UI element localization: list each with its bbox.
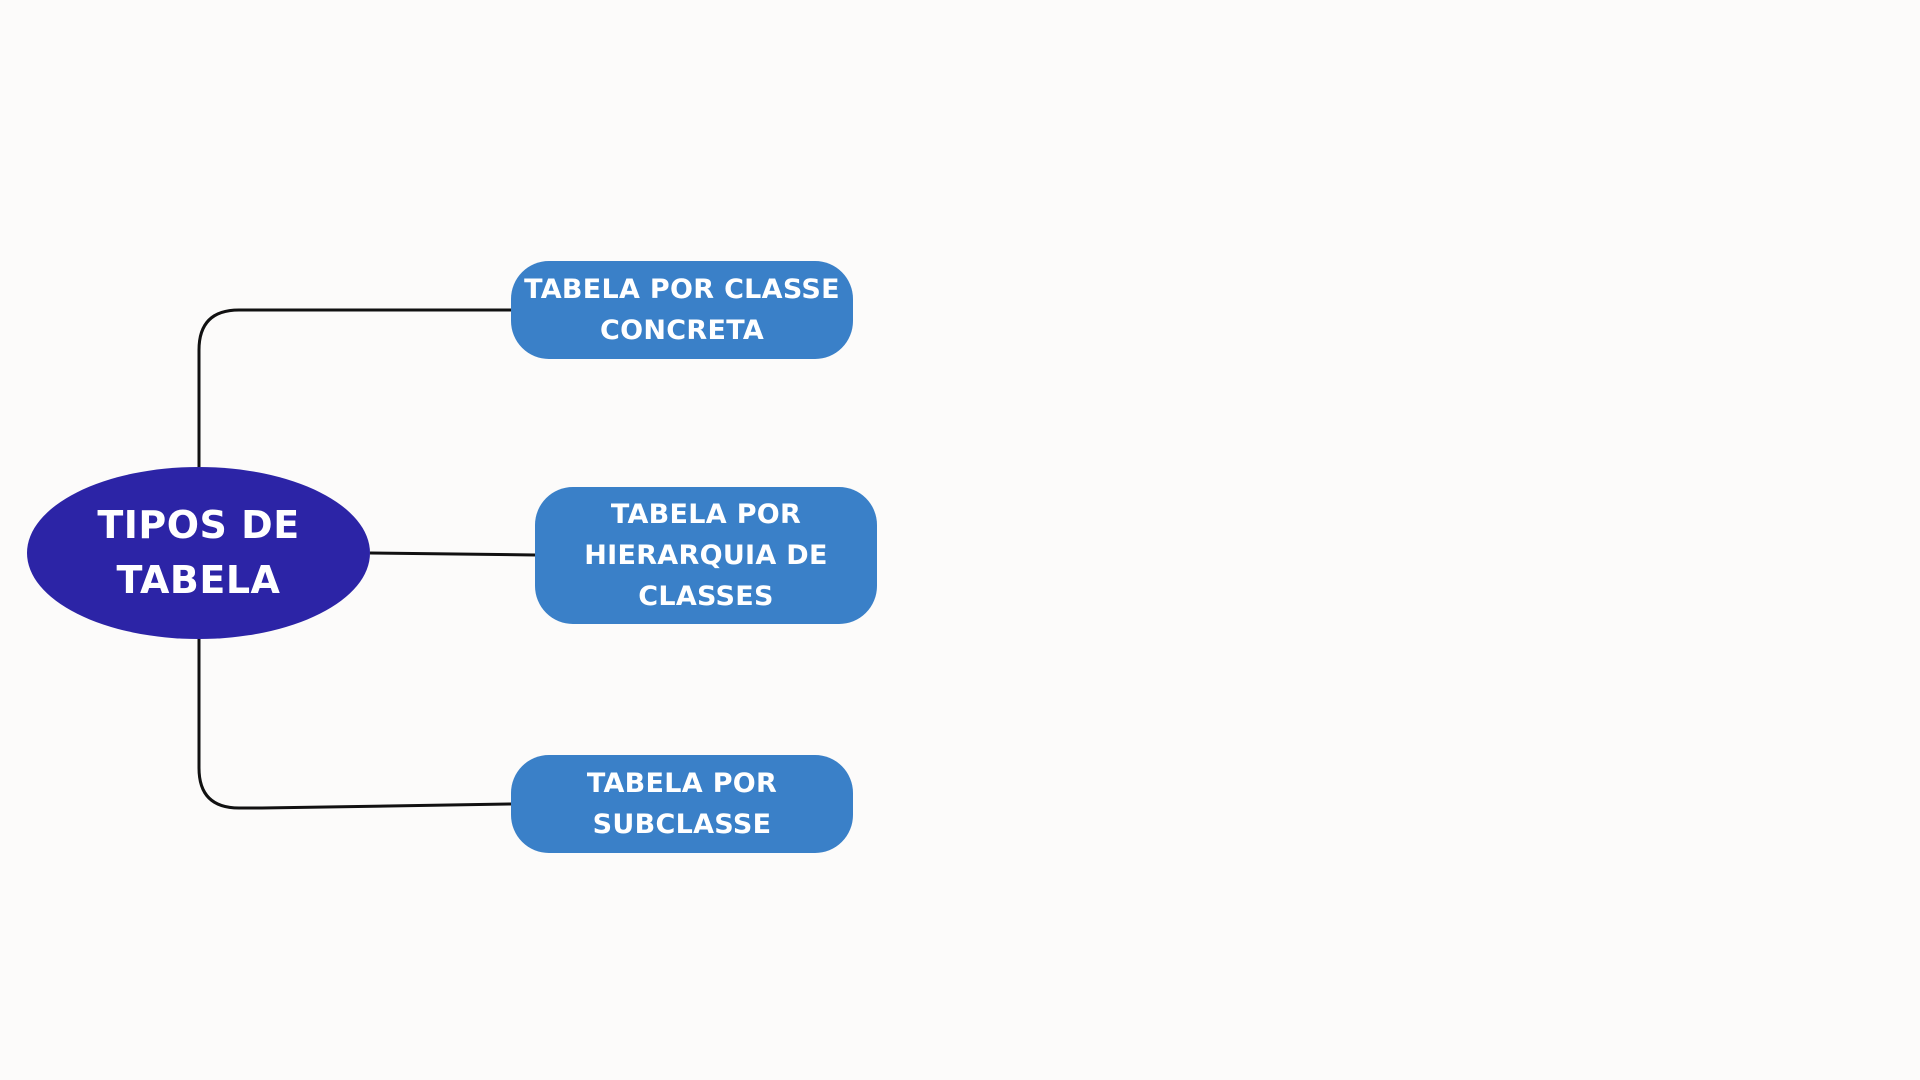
root-node-label: TIPOS DE TABELA bbox=[97, 503, 300, 602]
connector-root-to-node-1 bbox=[197, 308, 511, 467]
child-node-subclass: TABELA POR SUBCLASSE bbox=[511, 755, 853, 853]
child-node-class-hierarchy: TABELA POR HIERARQUIA DE CLASSES bbox=[535, 487, 877, 624]
child-node-concrete-class: TABELA POR CLASSE CONCRETA bbox=[511, 261, 853, 359]
child-node-label: TABELA POR SUBCLASSE bbox=[586, 768, 778, 840]
root-node: TIPOS DE TABELA bbox=[27, 467, 370, 639]
connector-root-to-node-2 bbox=[369, 551, 536, 557]
child-node-label: TABELA POR HIERARQUIA DE CLASSES bbox=[584, 499, 828, 612]
child-node-label: TABELA POR CLASSE CONCRETA bbox=[524, 274, 840, 346]
connector-root-to-node-3 bbox=[197, 639, 512, 810]
